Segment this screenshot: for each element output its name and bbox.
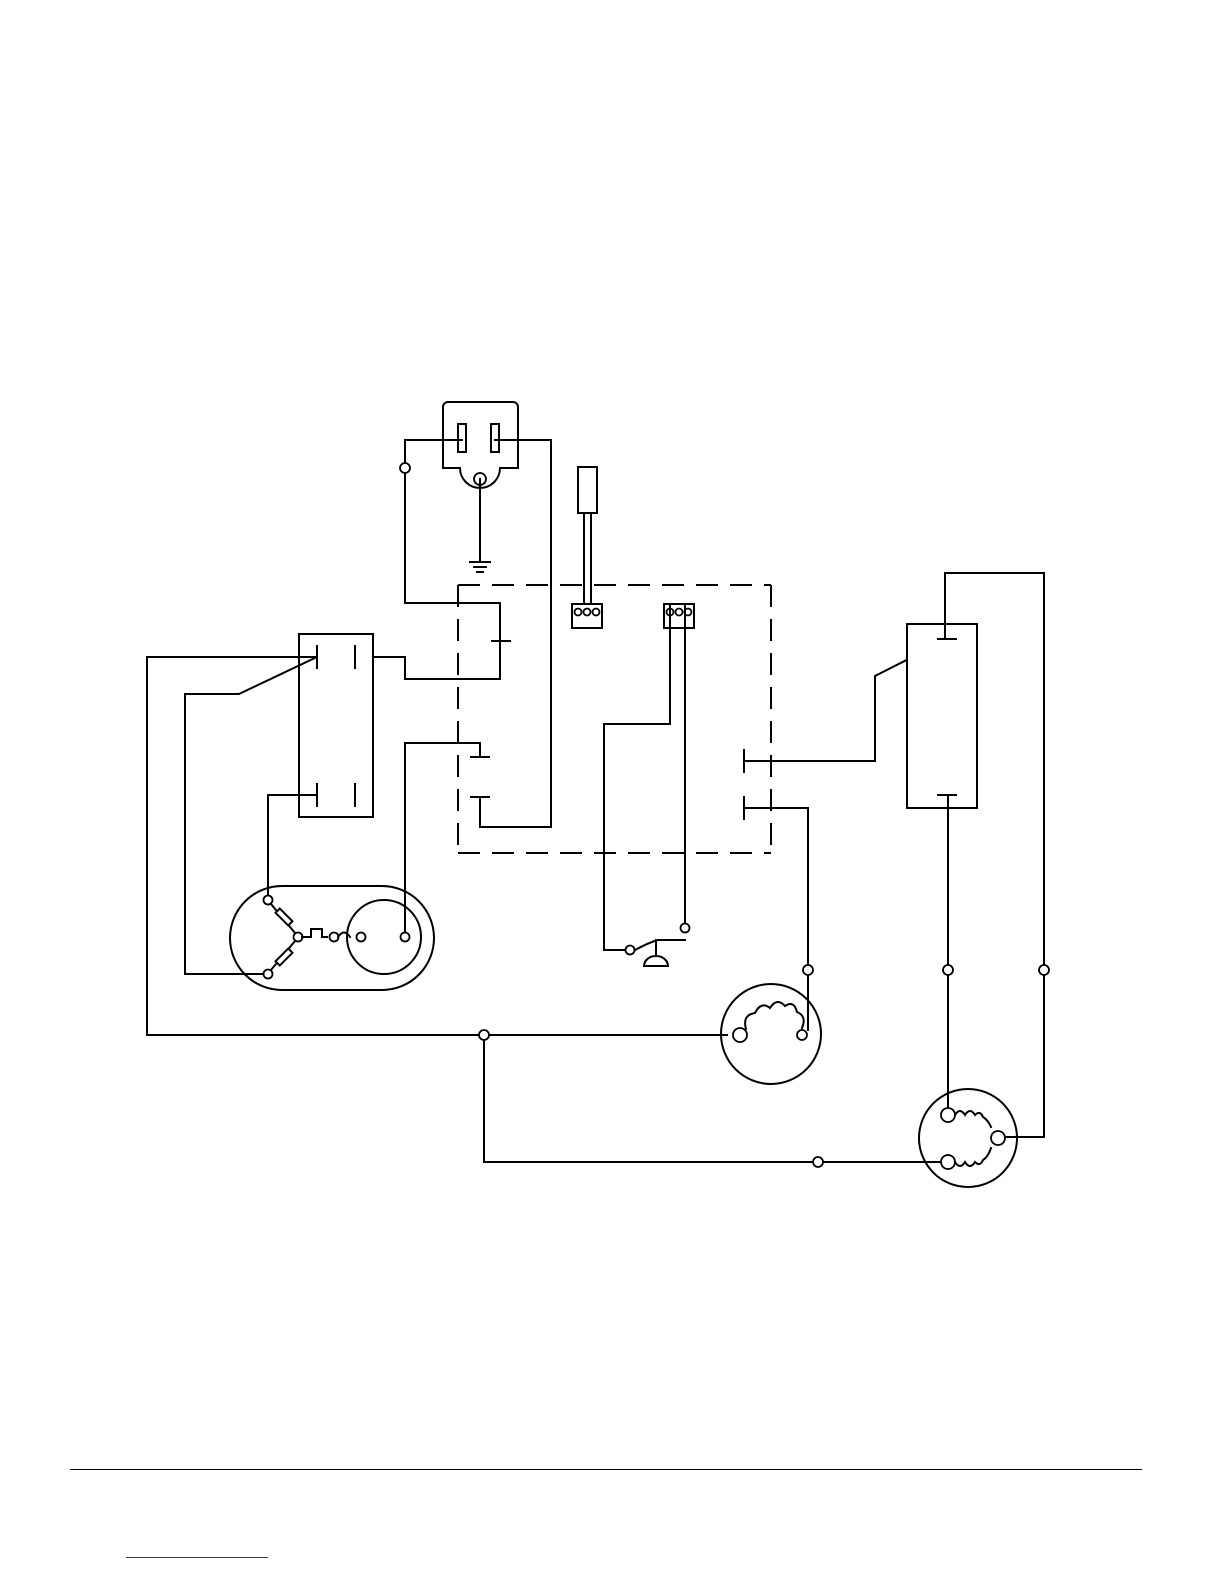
footer-rule	[70, 1469, 1142, 1470]
ground-symbol	[470, 479, 490, 572]
thermostat-control-dashed	[458, 585, 771, 853]
relay-left	[299, 634, 373, 817]
door-switch	[604, 606, 690, 966]
thermostat-bulb-sensor	[572, 467, 602, 628]
outlet-slot-left	[458, 424, 466, 452]
terminal-node	[479, 1030, 489, 1040]
terminal-node	[803, 965, 813, 975]
terminal-node	[400, 463, 410, 473]
motor-right	[919, 1089, 1017, 1187]
terminal-node	[1039, 965, 1049, 975]
terminal-node	[813, 1157, 823, 1167]
terminal-node	[943, 965, 953, 975]
ground-outlet	[443, 402, 518, 488]
outlet-slot-right	[491, 424, 499, 452]
fan-motor	[721, 975, 821, 1084]
footer-link-underline[interactable]	[126, 1557, 268, 1558]
relay-right	[907, 624, 977, 808]
motor-terminal	[401, 933, 410, 942]
